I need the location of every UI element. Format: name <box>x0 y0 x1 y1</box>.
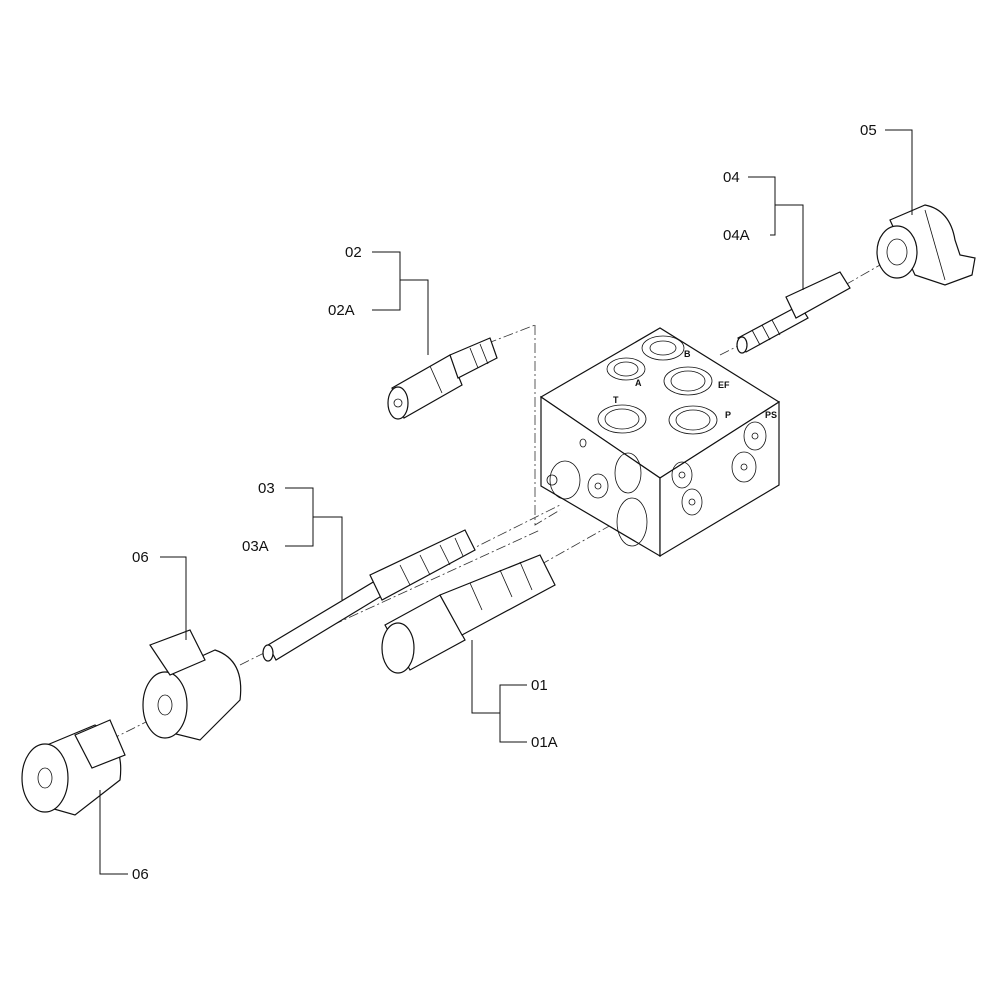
port-P: P <box>668 405 731 435</box>
part-04-cartridge <box>736 271 851 354</box>
part-02-valve <box>387 337 498 420</box>
port-EF: EF <box>663 366 730 396</box>
part-05-connector <box>876 204 976 286</box>
port-PS: PS <box>765 410 777 420</box>
svg-text:T: T <box>613 395 619 405</box>
svg-text:EF: EF <box>718 380 730 390</box>
callout-02A: 02A <box>328 302 355 319</box>
svg-text:A: A <box>635 378 642 388</box>
callout-05: 05 <box>860 122 877 139</box>
callout-06-lower: 06 <box>132 866 149 883</box>
port-A: A <box>606 357 646 388</box>
part-03-spool <box>262 529 476 662</box>
callout-03A: 03A <box>242 538 269 555</box>
port-B: B <box>641 335 691 361</box>
part-01-cartridge <box>381 554 556 674</box>
callout-03: 03 <box>258 480 275 497</box>
callout-01A: 01A <box>531 734 558 751</box>
callout-04A: 04A <box>723 227 750 244</box>
port-T: T <box>597 395 647 434</box>
callout-01: 01 <box>531 677 548 694</box>
svg-text:B: B <box>684 349 691 359</box>
callout-04: 04 <box>723 169 740 186</box>
callout-leaders <box>99 129 913 875</box>
manifold-block: B A EF T P PS <box>539 327 781 558</box>
part-06-upper-coil <box>142 629 242 741</box>
callout-06-upper: 06 <box>132 549 149 566</box>
callout-02: 02 <box>345 244 362 261</box>
svg-text:PS: PS <box>765 410 777 420</box>
part-06-lower-coil <box>21 719 126 816</box>
svg-text:P: P <box>725 410 731 420</box>
